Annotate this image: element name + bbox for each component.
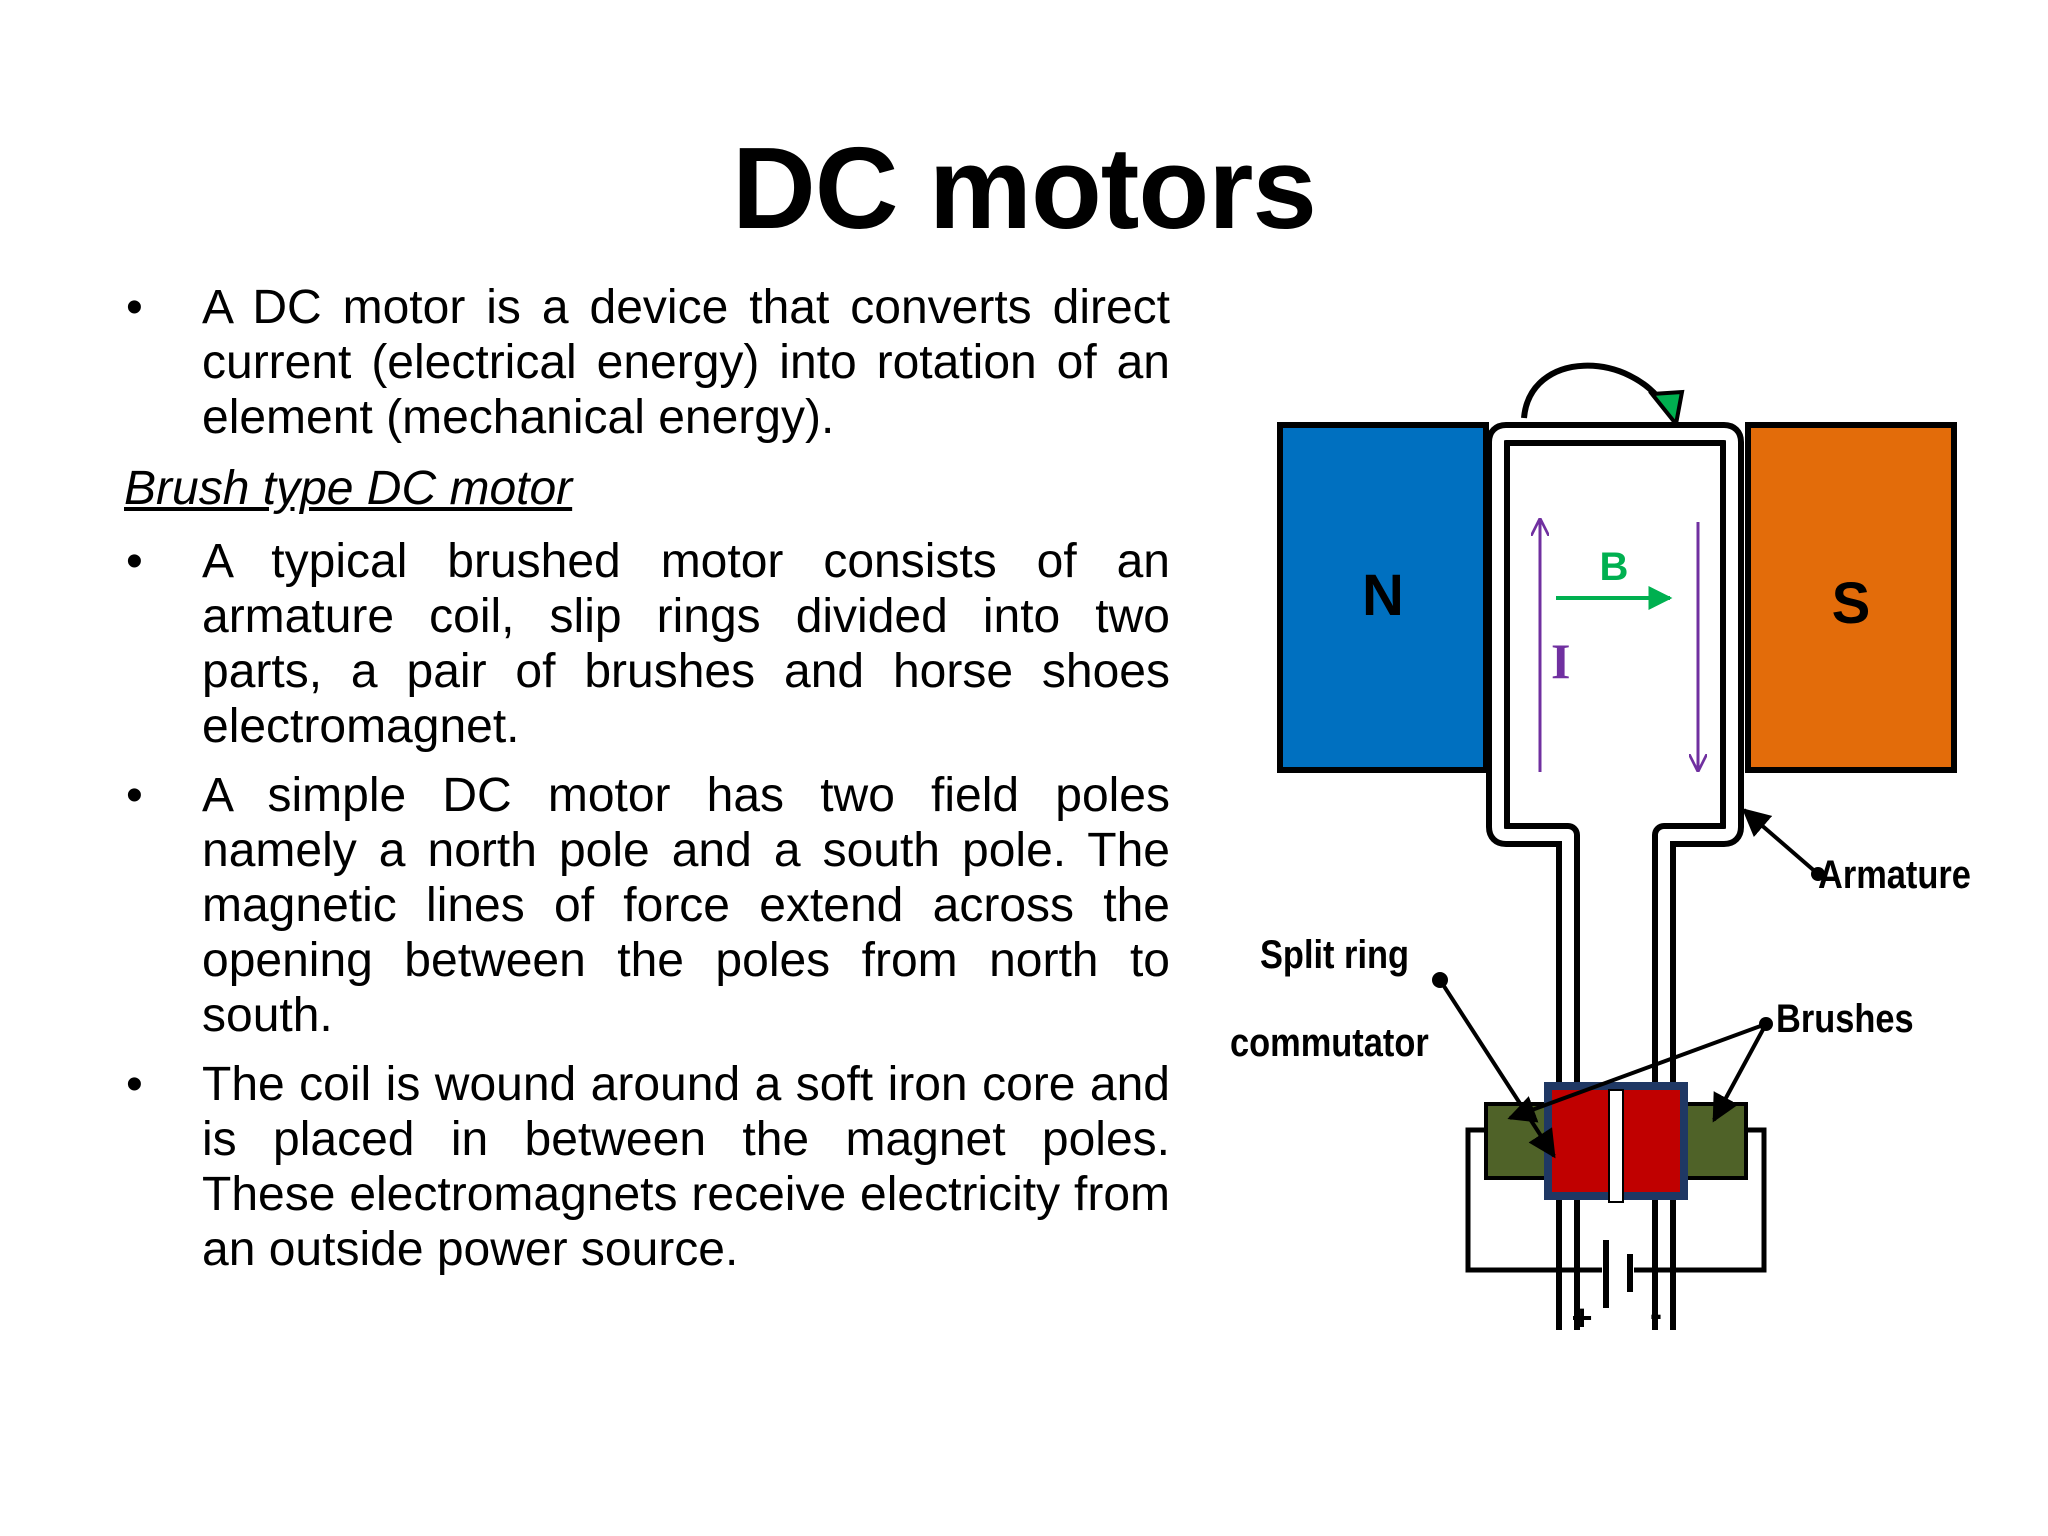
rotation-arrow-head: [1648, 389, 1685, 429]
bullet-item: • A DC motor is a device that converts d…: [110, 280, 1170, 445]
south-pole-label: S: [1832, 571, 1871, 636]
subheading: Brush type DC motor: [124, 462, 573, 515]
bullet-dot: •: [126, 535, 143, 588]
split-ring-pointer: [1438, 978, 1556, 1159]
armature-pointer: [1741, 808, 1820, 876]
brushes-label: Brushes: [1776, 996, 1914, 1041]
north-pole-label: N: [1362, 563, 1404, 628]
south-pole: [1745, 422, 1957, 773]
bullet-item: • A simple DC motor has two field poles …: [110, 768, 1170, 1043]
armature-coil-inner: [1492, 428, 1738, 1330]
commutator-segment-right: [1624, 1090, 1680, 1192]
north-pole: [1277, 422, 1489, 773]
bullet-text: A DC motor is a device that converts dir…: [202, 281, 1170, 444]
bullet-dot: •: [126, 281, 143, 334]
bullet-text: A typical brushed motor consists of an a…: [202, 535, 1170, 753]
dc-motor-diagram: N S I B + - Armature Split ring commutat…: [1230, 362, 1971, 1338]
commutator-gap: [1608, 1089, 1624, 1203]
brushes-pointer-left: [1507, 1022, 1767, 1123]
bullet-text: A simple DC motor has two field poles na…: [202, 769, 1170, 1042]
battery-minus-label: -: [1650, 1293, 1662, 1334]
battery-plus-label: +: [1571, 1297, 1592, 1338]
armature-label: Armature: [1818, 852, 1971, 897]
bullet-dot: •: [126, 1058, 143, 1111]
rotation-arrow: [1521, 362, 1669, 419]
body-text: • A DC motor is a device that converts d…: [110, 280, 1170, 1291]
current-label: I: [1551, 633, 1570, 689]
field-label: B: [1600, 545, 1629, 589]
bullet-text: The coil is wound around a soft iron cor…: [202, 1058, 1170, 1276]
commutator-segment-left: [1552, 1090, 1608, 1192]
commutator-label: commutator: [1230, 1020, 1429, 1065]
bullet-dot: •: [126, 769, 143, 822]
slide-title: DC motors: [732, 123, 1317, 253]
bullet-item: • The coil is wound around a soft iron c…: [110, 1057, 1170, 1277]
brushes-pointer-right: [1712, 1023, 1768, 1123]
bullet-item: • A typical brushed motor consists of an…: [110, 534, 1170, 754]
split-ring-label: Split ring: [1260, 932, 1409, 977]
